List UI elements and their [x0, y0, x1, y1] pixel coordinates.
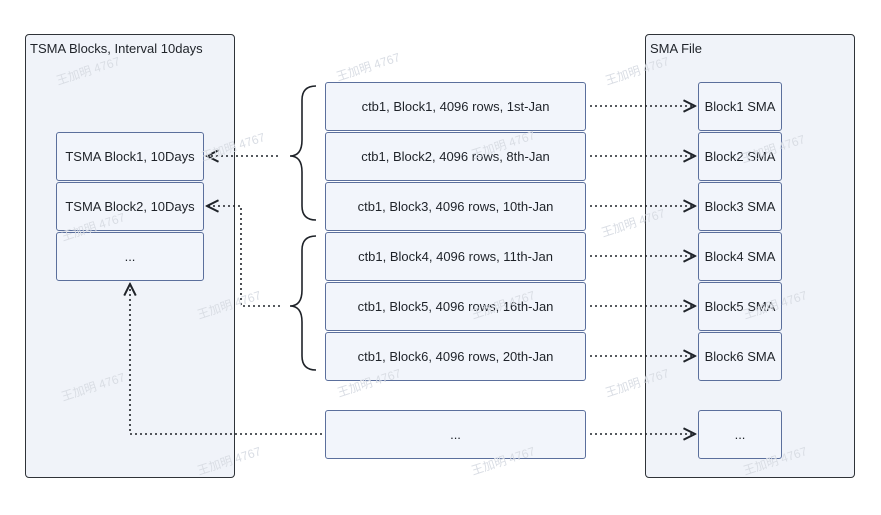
- data-block-4: ctb1, Block4, 4096 rows, 11th-Jan: [325, 232, 586, 281]
- arrow-group2-tsma: [207, 206, 280, 307]
- tsma-block-1: TSMA Block1, 10Days: [56, 132, 204, 181]
- brace-group-1: [289, 85, 317, 221]
- data-block-6: ctb1, Block6, 4096 rows, 20th-Jan: [325, 332, 586, 381]
- sma-block-2: Block2 SMA: [698, 132, 782, 181]
- sma-block-6: Block6 SMA: [698, 332, 782, 381]
- data-block-3: ctb1, Block3, 4096 rows, 10th-Jan: [325, 182, 586, 231]
- data-block-1: ctb1, Block1, 4096 rows, 1st-Jan: [325, 82, 586, 131]
- sma-block-5: Block5 SMA: [698, 282, 782, 331]
- sma-panel-title: SMA File: [650, 41, 703, 56]
- data-block-2: ctb1, Block2, 4096 rows, 8th-Jan: [325, 132, 586, 181]
- sma-block-3: Block3 SMA: [698, 182, 782, 231]
- tsma-panel-title: TSMA Blocks, Interval 10days: [30, 41, 203, 56]
- arrow-ellipsis-tsma: [130, 284, 322, 435]
- sma-block-4: Block4 SMA: [698, 232, 782, 281]
- tsma-block-ellipsis: ...: [56, 232, 204, 281]
- data-block-ellipsis: ...: [325, 410, 586, 459]
- data-block-5: ctb1, Block5, 4096 rows, 16th-Jan: [325, 282, 586, 331]
- sma-block-1: Block1 SMA: [698, 82, 782, 131]
- sma-block-ellipsis: ...: [698, 410, 782, 459]
- tsma-block-2: TSMA Block2, 10Days: [56, 182, 204, 231]
- brace-group-2: [289, 235, 317, 371]
